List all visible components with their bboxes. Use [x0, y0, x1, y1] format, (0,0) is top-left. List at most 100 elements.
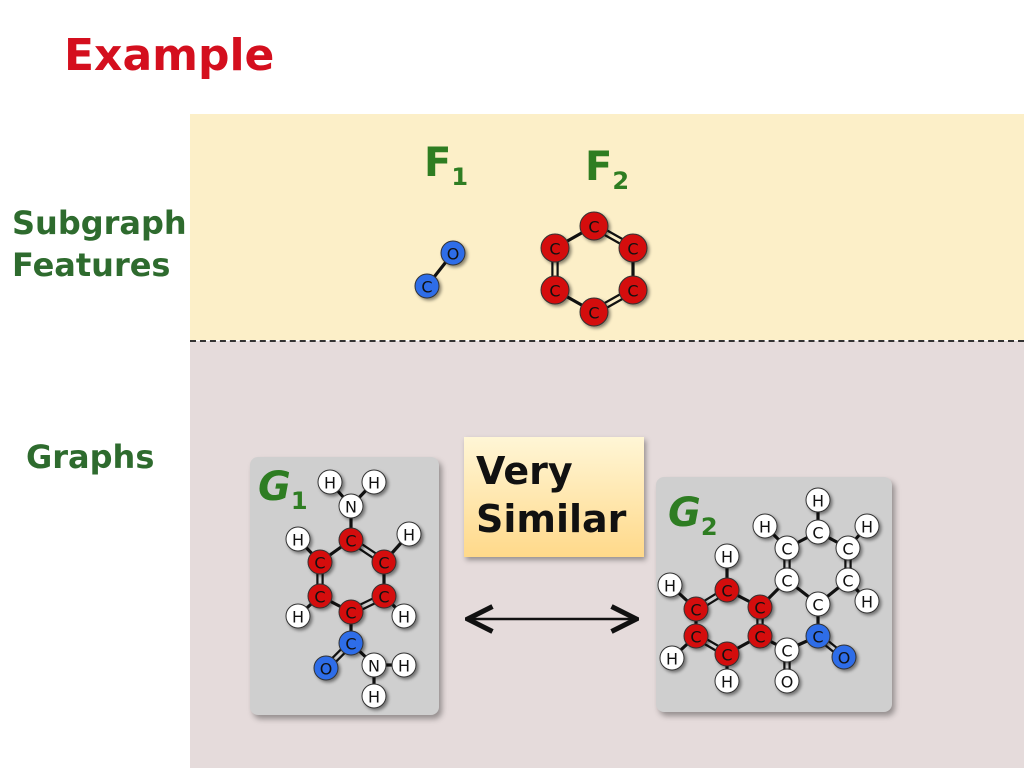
feature-label-f2: F2 [585, 144, 630, 195]
atom-c: C [774, 535, 800, 561]
atom-circle [854, 588, 880, 614]
atom-label: H [861, 518, 873, 537]
atom-c: C [618, 275, 648, 305]
atom-label: C [549, 282, 560, 301]
atom-circle [414, 273, 440, 299]
atom-label: C [812, 524, 823, 543]
atom-o: O [313, 655, 339, 681]
atom-label: H [368, 474, 380, 493]
atom-label: C [314, 554, 325, 573]
atom-c: C [774, 637, 800, 663]
atom-circle [540, 275, 570, 305]
atom-label: H [721, 673, 733, 692]
atom-label: C [721, 646, 732, 665]
atom-o: O [831, 644, 857, 670]
atom-label: H [398, 608, 410, 627]
atom-label: C [378, 554, 389, 573]
atom-h: H [752, 513, 778, 539]
atom-label: H [759, 518, 771, 537]
similarity-line-2: Similar [476, 497, 627, 541]
atom-label: C [588, 218, 599, 237]
atom-c: C [835, 567, 861, 593]
atom-label: H [398, 657, 410, 676]
atom-circle [391, 603, 417, 629]
atom-circle [752, 513, 778, 539]
atom-label: C [781, 642, 792, 661]
atom-circle [371, 583, 397, 609]
atom-circle [285, 526, 311, 552]
atom-circle [338, 630, 364, 656]
atom-c: C [414, 273, 440, 299]
atom-label: H [403, 526, 415, 545]
atom-label: C [314, 588, 325, 607]
atom-label: C [627, 240, 638, 259]
atom-circle [774, 668, 800, 694]
atom-h: H [285, 526, 311, 552]
atom-circle [774, 567, 800, 593]
atom-circle [317, 469, 343, 495]
atom-circle [831, 644, 857, 670]
atom-label: C [690, 628, 701, 647]
atom-circle [714, 668, 740, 694]
atom-label: C [754, 628, 765, 647]
atom-label: C [627, 282, 638, 301]
atom-label: H [721, 548, 733, 567]
atom-circle [747, 623, 773, 649]
atom-c: C [805, 591, 831, 617]
atom-n: N [338, 493, 364, 519]
atom-h: H [659, 645, 685, 671]
atom-circle [835, 567, 861, 593]
similarity-box: Very Similar [464, 437, 644, 557]
atom-h: H [391, 652, 417, 678]
atom-h: H [391, 603, 417, 629]
atom-label: C [812, 628, 823, 647]
atom-h: H [361, 683, 387, 709]
atom-c: C [805, 519, 831, 545]
atom-label: H [666, 650, 678, 669]
atom-label: N [368, 657, 380, 676]
atom-label: H [368, 688, 380, 707]
atom-h: H [854, 588, 880, 614]
atom-label: C [588, 304, 599, 323]
atom-c: C [338, 527, 364, 553]
atom-c: C [540, 233, 570, 263]
atom-label: H [664, 577, 676, 596]
atom-h: H [396, 521, 422, 547]
atom-h: H [657, 572, 683, 598]
atom-circle [371, 549, 397, 575]
atom-circle [805, 623, 831, 649]
feature-label-f1: F1 [424, 140, 469, 191]
atom-c: C [371, 549, 397, 575]
atom-label: C [781, 572, 792, 591]
atom-o: O [774, 668, 800, 694]
atom-c: C [338, 599, 364, 625]
atom-label: O [320, 660, 333, 679]
atom-circle [361, 469, 387, 495]
atom-circle [657, 572, 683, 598]
atom-circle [774, 637, 800, 663]
atom-label: C [842, 540, 853, 559]
atom-c: C [338, 630, 364, 656]
graph-label-g1: G1 [258, 464, 308, 515]
atom-label: O [838, 649, 851, 668]
atom-c: C [579, 297, 609, 327]
atom-circle [307, 583, 333, 609]
similarity-line-1: Very [476, 449, 573, 493]
atom-c: C [579, 211, 609, 241]
atom-circle [391, 652, 417, 678]
atom-circle [396, 521, 422, 547]
atom-c: C [714, 577, 740, 603]
section-divider [190, 340, 1024, 342]
atom-circle [338, 599, 364, 625]
atom-circle [854, 513, 880, 539]
atom-c: C [747, 623, 773, 649]
atom-label: H [292, 608, 304, 627]
atom-c: C [307, 549, 333, 575]
atom-circle [683, 623, 709, 649]
atom-label: N [345, 498, 357, 517]
atom-label: C [781, 540, 792, 559]
atom-circle [618, 275, 648, 305]
atom-circle [313, 655, 339, 681]
